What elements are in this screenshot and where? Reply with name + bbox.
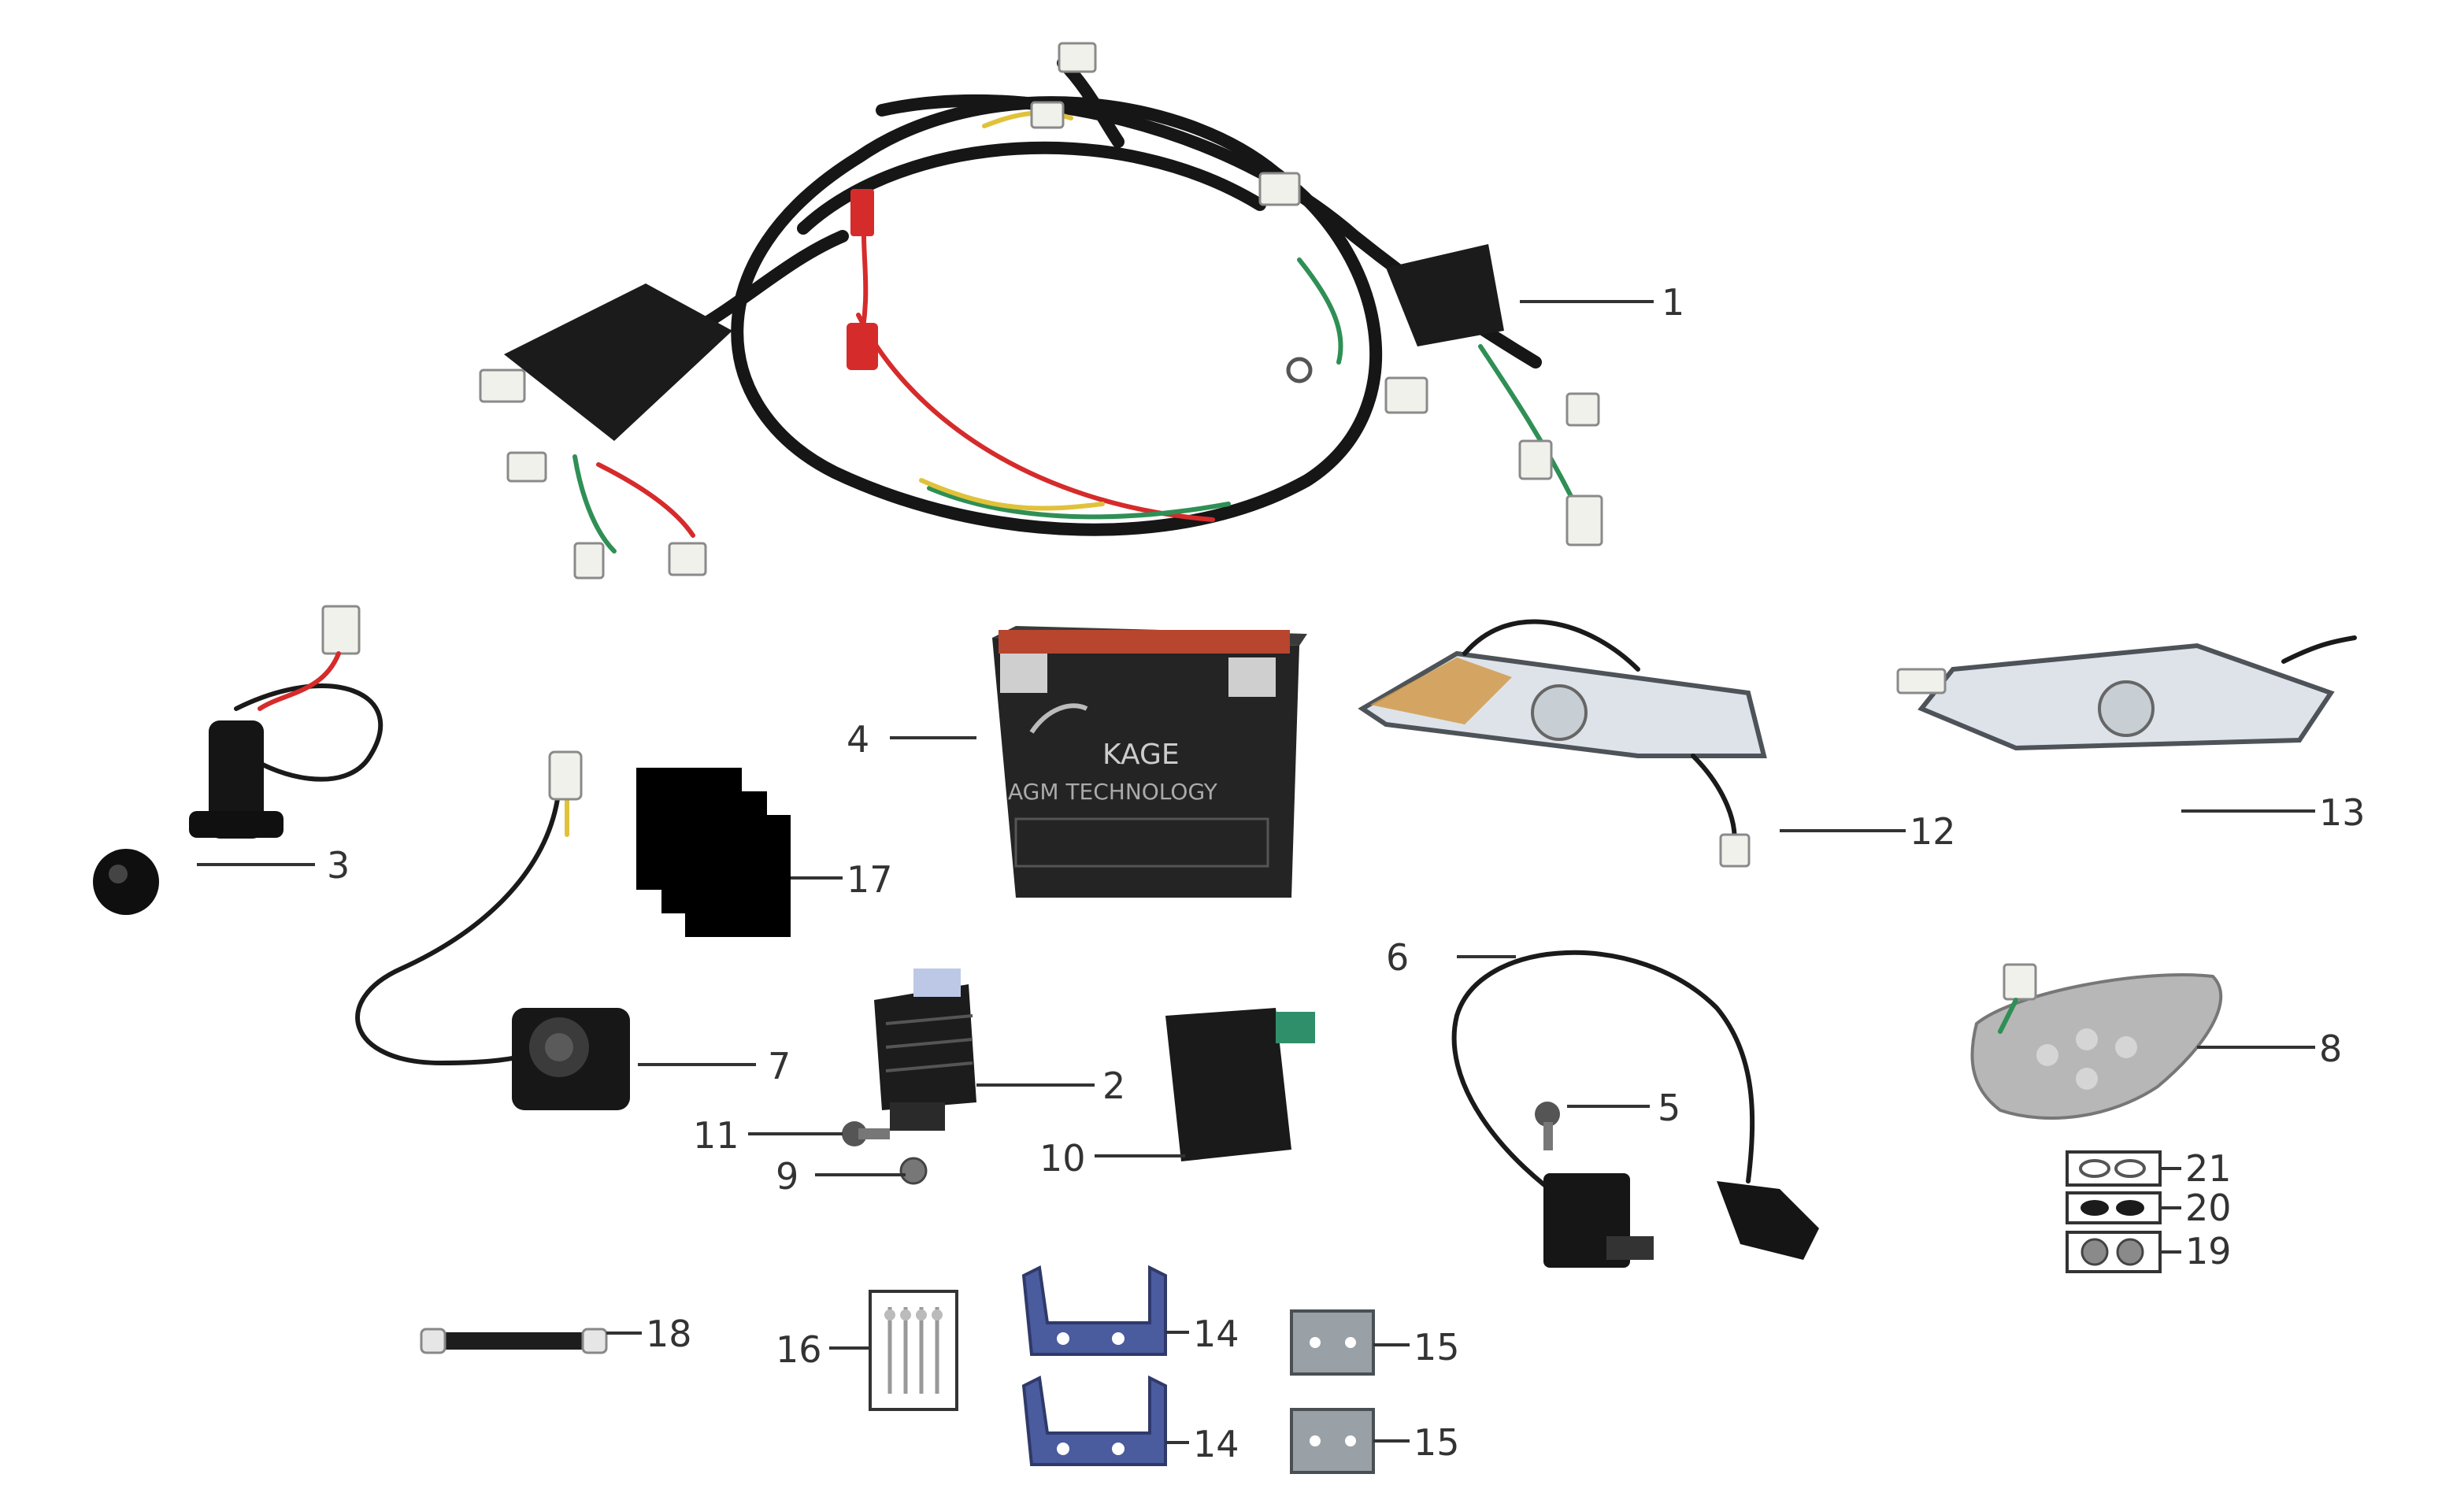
callout-15-bottom: 15 — [1414, 1421, 1460, 1464]
battery-tech: AGM TECHNOLOGY — [1008, 779, 1218, 805]
callout-3: 3 — [327, 844, 350, 887]
cdi-unit — [1165, 1008, 1315, 1161]
rubber-washers-box — [2066, 1191, 2162, 1224]
callout-9: 9 — [776, 1155, 798, 1198]
callout-12: 12 — [1910, 810, 1956, 853]
foam-pads — [636, 768, 791, 937]
callout-7: 7 — [768, 1045, 791, 1087]
callout-14-bottom: 14 — [1193, 1423, 1239, 1465]
small-bolt — [842, 1121, 890, 1146]
bracket-top — [1021, 1265, 1167, 1356]
bracket-bottom — [1021, 1375, 1167, 1466]
wiring-harness — [479, 42, 1603, 580]
nuts-box — [2066, 1231, 2162, 1273]
callout-20: 20 — [2185, 1187, 2232, 1229]
callout-6: 6 — [1386, 936, 1409, 979]
ignition-coil — [1451, 950, 1819, 1268]
coil-bolt — [1535, 1102, 1560, 1150]
callout-8: 8 — [2319, 1028, 2342, 1070]
callout-14-top: 14 — [1193, 1313, 1239, 1355]
turn-signal-right — [1896, 635, 2357, 751]
callout-21: 21 — [2185, 1147, 2232, 1190]
battery: KAGE AGM TECHNOLOGY — [992, 626, 1307, 898]
callout-1: 1 — [1662, 281, 1684, 324]
battery-brand: KAGE — [1102, 739, 1180, 771]
callout-labels: 1 2 3 4 5 6 7 8 9 10 11 12 13 14 14 15 1… — [327, 281, 2366, 1465]
plate-bottom — [1290, 1408, 1375, 1474]
small-nut — [899, 1157, 928, 1185]
callout-11: 11 — [693, 1114, 739, 1157]
callout-13: 13 — [2319, 791, 2366, 834]
washers-box — [2066, 1150, 2162, 1187]
rubber-strap — [420, 1328, 608, 1354]
horn — [355, 750, 630, 1110]
leader-lines — [197, 300, 2315, 1444]
ignition-switch — [93, 605, 383, 915]
callout-17: 17 — [847, 858, 893, 901]
tail-light — [1970, 963, 2223, 1120]
callout-2: 2 — [1102, 1065, 1125, 1107]
turn-signal-left — [1358, 619, 1767, 868]
regulator-rectifier — [874, 969, 976, 1131]
callout-4: 4 — [847, 718, 869, 761]
plate-top — [1290, 1309, 1375, 1376]
rivets-box — [869, 1290, 958, 1411]
callout-19: 19 — [2185, 1230, 2232, 1272]
callout-15-top: 15 — [1414, 1326, 1460, 1369]
callout-16: 16 — [776, 1328, 822, 1371]
callout-18: 18 — [646, 1313, 692, 1355]
callout-5: 5 — [1658, 1087, 1680, 1129]
callout-10: 10 — [1039, 1137, 1086, 1180]
